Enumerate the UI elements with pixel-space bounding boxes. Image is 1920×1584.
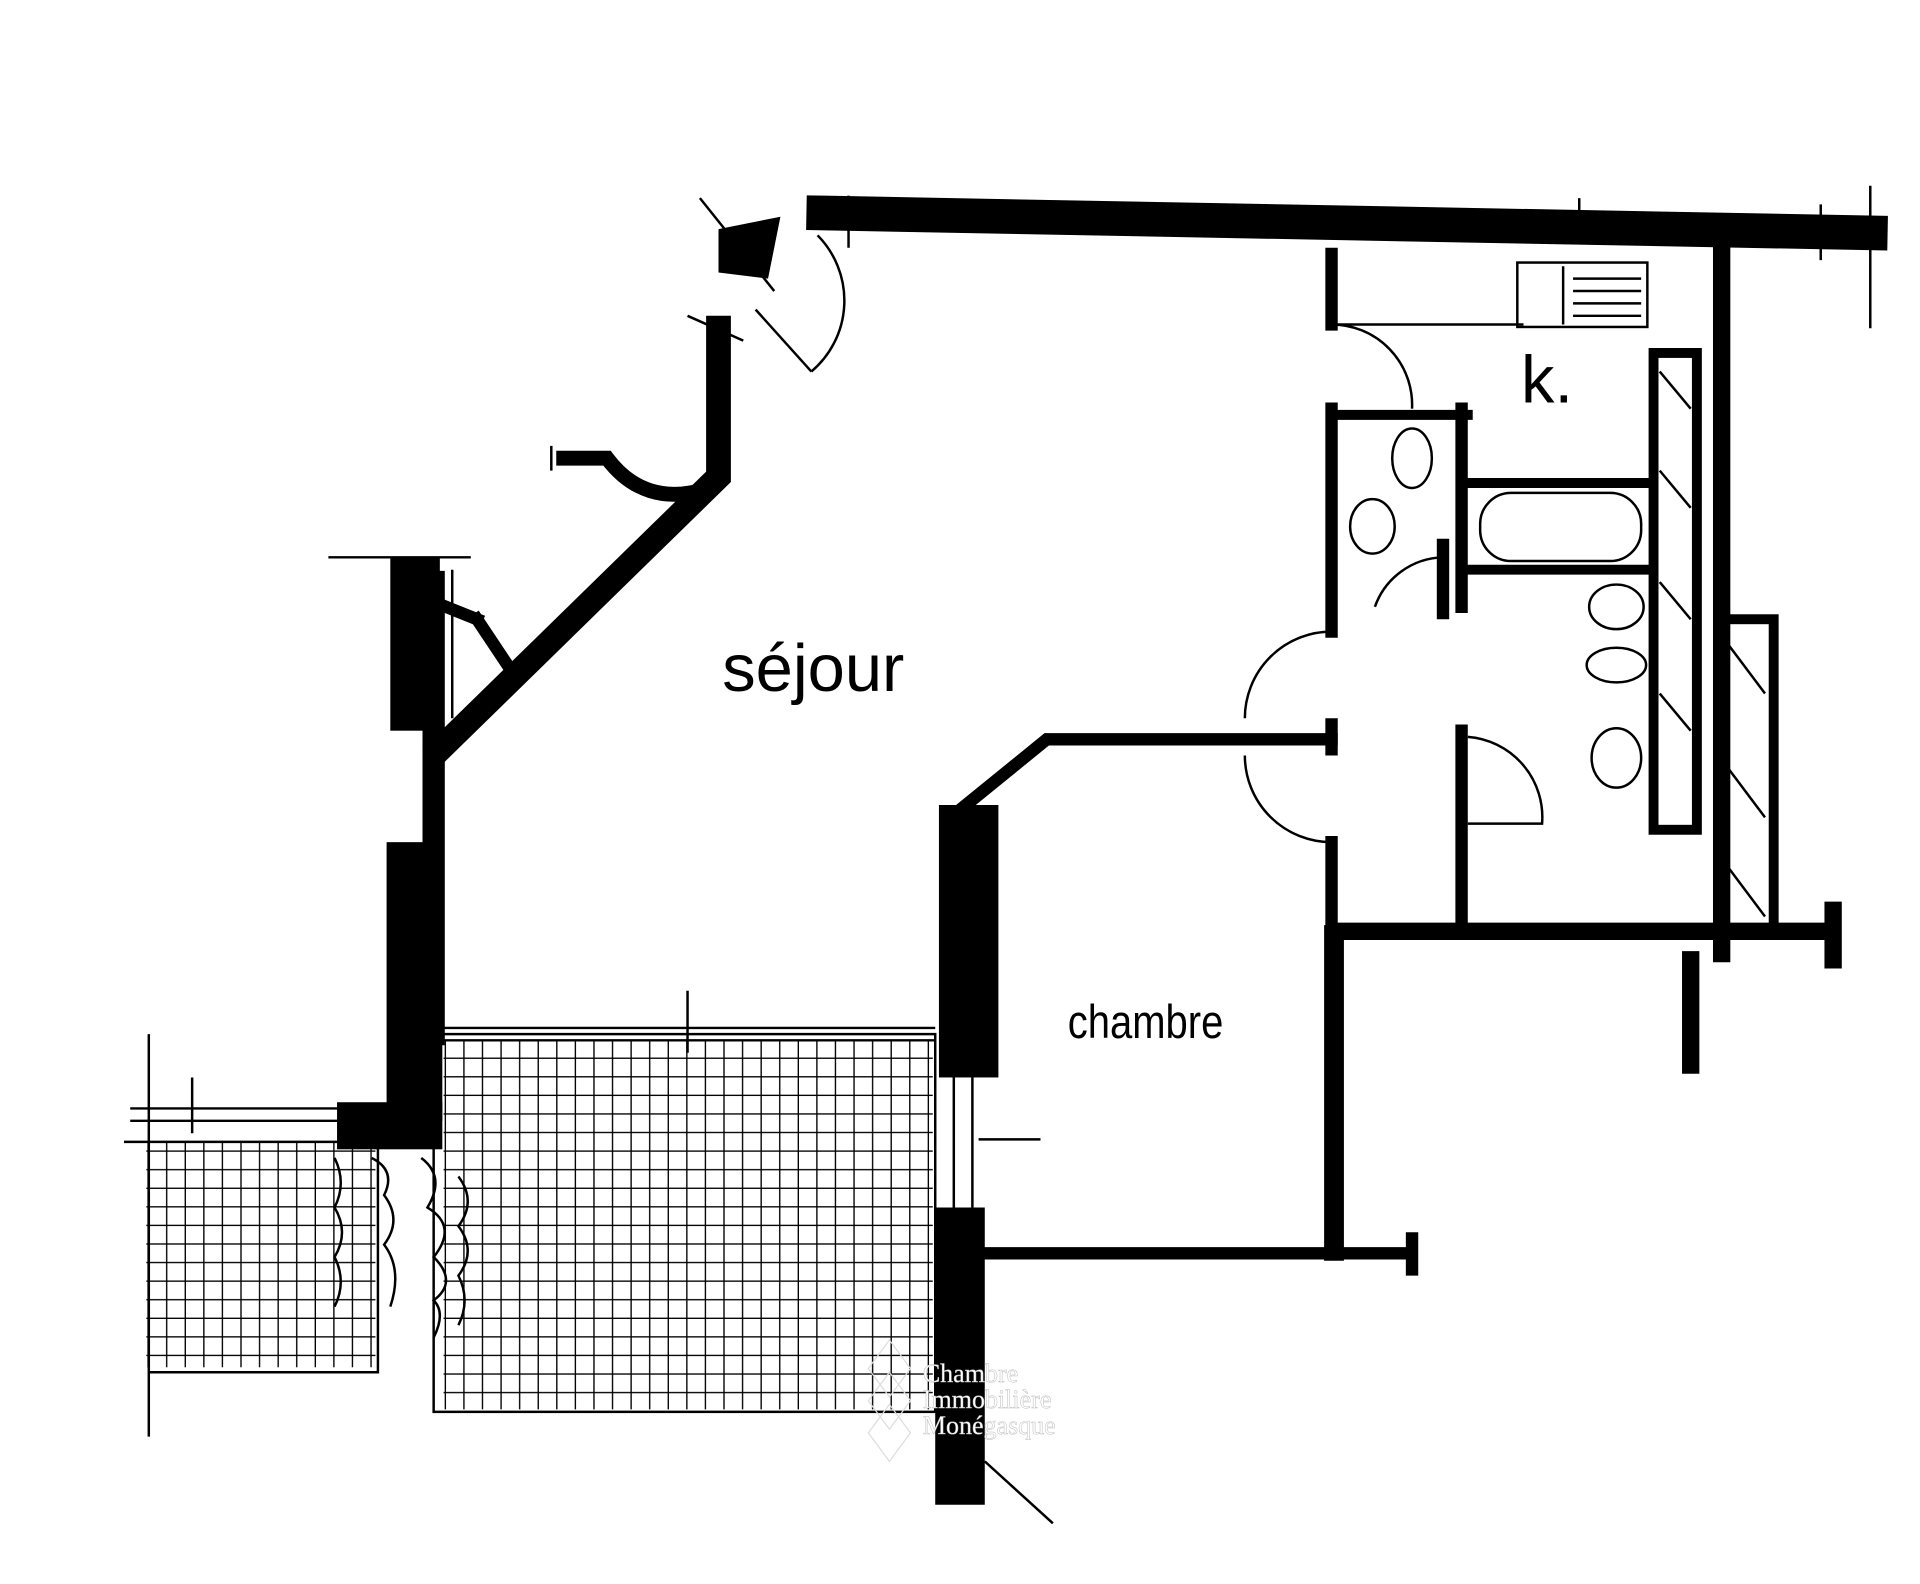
bathtub-icon bbox=[1478, 491, 1643, 563]
sink-icon bbox=[1590, 726, 1643, 789]
room-label-kitchen: k. bbox=[1521, 343, 1573, 418]
terrace-main bbox=[432, 1032, 937, 1414]
watermark-line: Monégasque bbox=[923, 1411, 1056, 1440]
fixtures bbox=[1348, 427, 1648, 789]
toilet-icon bbox=[1585, 646, 1648, 684]
watermark-line: Chambre bbox=[923, 1359, 1018, 1388]
watermark-logo: Chambre Immobilière Monégasque bbox=[867, 1338, 1056, 1463]
doors bbox=[1243, 323, 1544, 844]
toilet-icon bbox=[1390, 427, 1434, 490]
walls bbox=[328, 185, 1888, 1525]
bidet-icon bbox=[1587, 583, 1645, 631]
watermark-line: Immobilière bbox=[923, 1385, 1052, 1414]
terrace-left bbox=[124, 1034, 380, 1437]
room-label-bedroom: chambre bbox=[1068, 996, 1224, 1049]
room-label-living: séjour bbox=[722, 631, 904, 706]
planter bbox=[333, 1156, 469, 1339]
sink-icon bbox=[1348, 497, 1396, 555]
